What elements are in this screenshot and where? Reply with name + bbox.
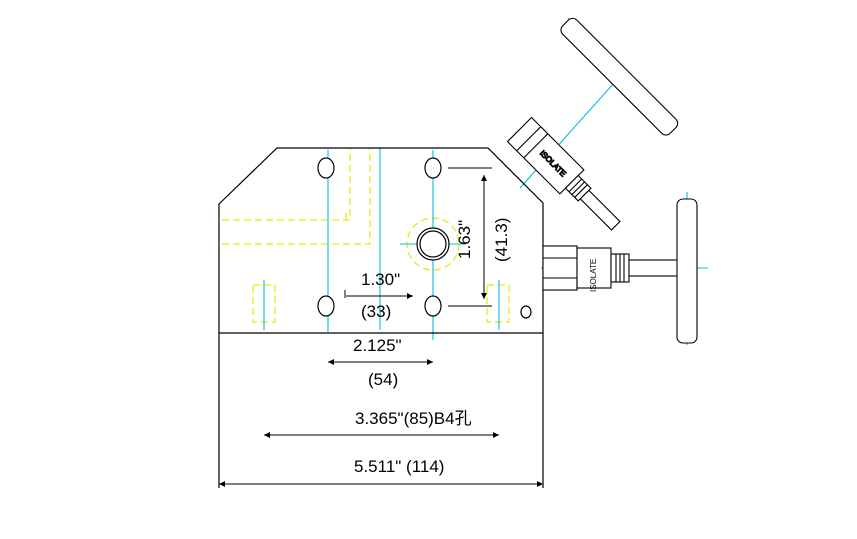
overall-width: 5.511" (114) (354, 457, 444, 476)
mounting-hole-icon (520, 305, 532, 319)
valve-handle-icon (676, 198, 698, 344)
vertical-inch: 1.63" (455, 220, 474, 259)
manifold-body (218, 147, 544, 488)
mounting-hole-icon (424, 157, 442, 179)
dimension-lines (219, 167, 543, 487)
center-spacing-mm: (54) (368, 370, 398, 389)
hole-spacing-mm: (33) (361, 302, 391, 321)
hole-spacing-inch: 1.30" (361, 270, 400, 289)
vertical-mm: (41.3) (492, 218, 511, 262)
mounting-hole-icon (424, 295, 442, 317)
mounting-holes (317, 157, 532, 319)
right-valve-label: ISOLATE (589, 259, 598, 292)
valve-handle-icon (560, 17, 679, 136)
dimension-texts: 1.30" (33) 1.63" (41.3) 2.125" (54) 3.36… (353, 218, 511, 476)
center-spacing-inch: 2.125" (353, 336, 402, 355)
right-bolt-hole-hidden (486, 284, 510, 323)
mounting-hole-icon (317, 157, 335, 179)
right-isolate-valve: ISOLATE (542, 198, 698, 344)
bolt-spacing: 3.365"(85)B4孔 (355, 409, 472, 428)
mounting-hole-icon (317, 295, 335, 317)
upper-isolate-valve: ISOLATE (506, 17, 679, 231)
center-lines (263, 17, 708, 345)
